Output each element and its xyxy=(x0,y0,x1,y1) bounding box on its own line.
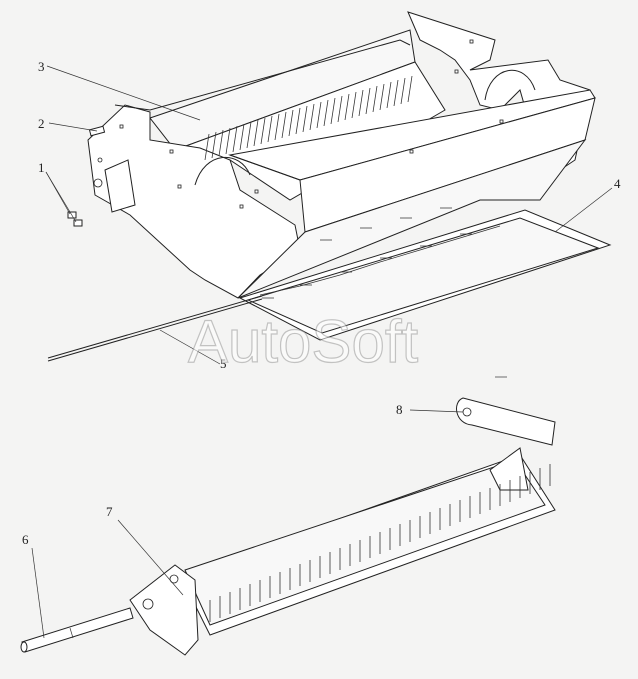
callout-4: 4 xyxy=(614,176,621,191)
callout-1: 1 xyxy=(38,160,45,175)
callout-5: 5 xyxy=(220,356,227,371)
callout-2: 2 xyxy=(38,116,45,131)
comb-slots xyxy=(204,75,413,161)
rod xyxy=(47,295,263,362)
shaft xyxy=(20,607,134,653)
knife-blade xyxy=(456,376,556,446)
bottom-tray xyxy=(238,207,612,341)
housing-holes xyxy=(93,39,504,209)
callout-6: 6 xyxy=(22,532,29,547)
comb-rotor xyxy=(129,447,556,656)
callout-8: 8 xyxy=(396,402,403,417)
leader-lines xyxy=(31,65,613,639)
tray-hinges xyxy=(262,207,472,299)
callout-7: 7 xyxy=(106,504,113,519)
rotor-teeth xyxy=(209,464,551,622)
housing-assembly xyxy=(87,11,596,299)
callout-3: 3 xyxy=(38,59,45,74)
watermark-text: AutoSoft xyxy=(188,308,418,375)
callout-labels: 3 2 1 4 5 8 7 6 xyxy=(22,59,621,547)
